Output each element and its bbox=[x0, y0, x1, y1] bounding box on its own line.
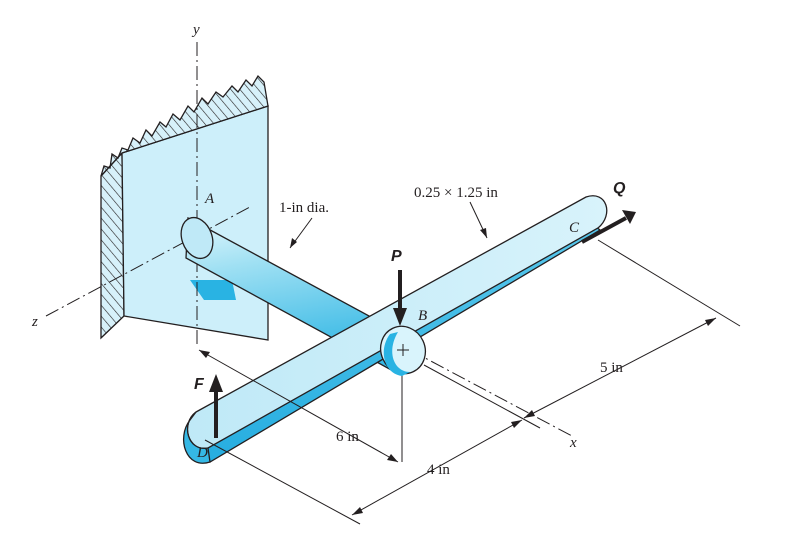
axis-label-x: x bbox=[569, 435, 577, 451]
rectangular-bar bbox=[182, 195, 608, 464]
labels: y z x A B C D P Q F 1-in dia. 0.25 × 1.2… bbox=[31, 22, 626, 478]
point-label-B: B bbox=[418, 308, 427, 324]
dim-label-6in: 6 in bbox=[336, 429, 359, 445]
shaft-diameter-label: 1-in dia. bbox=[279, 200, 329, 216]
wall-side-face bbox=[100, 151, 125, 340]
force-P-arrowhead bbox=[393, 308, 407, 326]
forces bbox=[209, 210, 636, 438]
bar-size-label: 0.25 × 1.25 in bbox=[414, 185, 498, 201]
force-label-Q: Q bbox=[613, 180, 626, 197]
axis-label-y: y bbox=[191, 22, 200, 38]
force-label-P: P bbox=[391, 248, 402, 265]
x-axis-line bbox=[409, 349, 573, 437]
wall-ragged-top bbox=[100, 74, 269, 177]
axis-label-z: z bbox=[31, 314, 38, 330]
dimension-lines bbox=[198, 201, 741, 525]
dim-line-4in bbox=[351, 419, 523, 516]
z-axis-line bbox=[45, 206, 251, 317]
fixed-wall bbox=[100, 74, 269, 341]
bar-end-D bbox=[182, 411, 211, 464]
force-label-F: F bbox=[194, 376, 205, 393]
dim-label-5in: 5 in bbox=[600, 360, 623, 376]
force-Q-arrowhead bbox=[622, 210, 636, 224]
dim-label-4in: 4 in bbox=[427, 462, 450, 478]
point-label-A: A bbox=[204, 191, 215, 207]
point-label-C: C bbox=[569, 220, 580, 236]
weld-fillet bbox=[190, 280, 236, 300]
force-Q-arrow bbox=[581, 216, 627, 244]
dim-line-5in bbox=[523, 317, 717, 419]
point-label-D: D bbox=[196, 445, 208, 461]
force-F-arrowhead bbox=[209, 374, 223, 392]
shaft-end-at-A bbox=[180, 216, 214, 260]
dim-line-6in bbox=[198, 349, 399, 463]
